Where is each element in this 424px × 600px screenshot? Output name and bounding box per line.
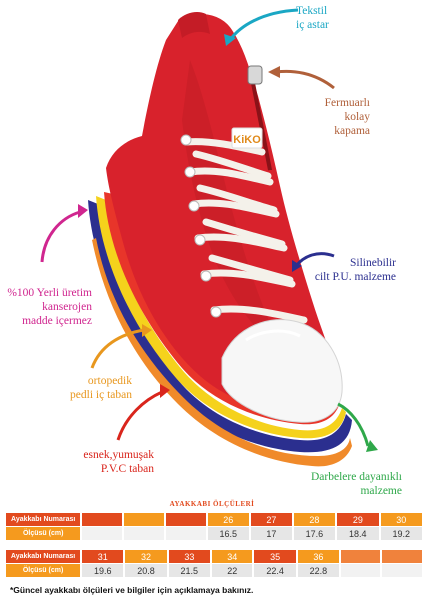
arrow-carcinogen (40, 210, 81, 263)
annotation-sole: esnek,yumuşak P.V.C taban (83, 449, 154, 475)
length-cell (82, 527, 123, 540)
size-table-block-1: Ayakkabı Numarası 26 27 28 29 30 Ölçüsü … (4, 512, 424, 541)
size-row-label: Ayakkabı Numarası (6, 550, 81, 563)
size-row: Ayakkabı Numarası 31 32 33 34 35 36 (6, 550, 422, 563)
brand-tag (231, 127, 263, 149)
annotation-impact: Darbelere dayanıklı malzeme (311, 471, 402, 497)
arrow-carcinogen-head (78, 204, 88, 218)
length-cell (340, 564, 381, 577)
arrow-material-head (292, 260, 302, 272)
size-cell: 33 (168, 550, 210, 563)
size-cell: 29 (337, 513, 379, 526)
eyelets (180, 134, 222, 318)
footnote: *Güncel ayakkabı ölçüleri ve bilgiler iç… (10, 585, 254, 595)
toe-cap-highlight (245, 329, 301, 342)
size-cell: 26 (207, 513, 249, 526)
length-cell (382, 564, 422, 577)
size-cell (165, 513, 206, 526)
arrow-insole-head (142, 324, 152, 337)
arrow-material (294, 252, 335, 267)
size-cell (340, 550, 381, 563)
length-cell: 22.4 (254, 564, 296, 577)
length-cell (124, 527, 164, 540)
length-row: Ölçüsü (cm) 19.6 20.8 21.5 22 22.4 22.8 (6, 564, 422, 577)
length-cell: 19.6 (82, 564, 124, 577)
laces (182, 138, 308, 324)
size-cell: 28 (293, 513, 336, 526)
size-cell: 35 (254, 550, 296, 563)
length-row-label: Ölçüsü (cm) (6, 564, 81, 577)
size-cell: 27 (251, 513, 292, 526)
arrow-sole (116, 390, 163, 441)
brand-label: KiKO (233, 134, 261, 146)
annotation-material: Silinebilir cilt P.U. malzeme (314, 257, 396, 283)
arrow-sole-head (160, 384, 170, 398)
size-cell: 30 (380, 513, 422, 526)
length-cell: 17.6 (293, 527, 336, 540)
length-cell: 22 (211, 564, 253, 577)
annotation-zipper: Fermuarlı kolay kapama (324, 97, 370, 137)
length-cell: 16.5 (207, 527, 249, 540)
size-cell (82, 513, 123, 526)
length-cell: 17 (251, 527, 292, 540)
arrow-zipper-head (268, 66, 280, 78)
size-cell (382, 550, 422, 563)
zipper-track (250, 77, 272, 171)
length-cell: 22.8 (297, 564, 339, 577)
size-cell: 31 (82, 550, 124, 563)
length-cell (165, 527, 206, 540)
arrow-impact (337, 402, 370, 447)
arrow-insole (90, 328, 145, 369)
length-cell: 21.5 (168, 564, 210, 577)
size-table-block-2: Ayakkabı Numarası 31 32 33 34 35 36 Ölçü… (4, 549, 424, 578)
length-cell: 19.2 (380, 527, 422, 540)
length-row: Ölçüsü (cm) 16.5 17 17.6 18.4 19.2 (6, 527, 422, 540)
size-row: Ayakkabı Numarası 26 27 28 29 30 (6, 513, 422, 526)
toe-cap (221, 319, 343, 423)
size-cell (124, 513, 164, 526)
arrow-lining (228, 8, 299, 41)
size-table-title: AYAKKABI ÖLÇÜLERİ (169, 500, 255, 508)
annotation-insole: ortopedik pedli iç taban (70, 375, 132, 401)
size-cell: 32 (125, 550, 167, 563)
arrow-lining-head (224, 34, 236, 46)
annotation-lining: Tekstil iç astar (296, 5, 329, 31)
shoe-upper-shadow (182, 60, 282, 350)
size-row-label: Ayakkabı Numarası (6, 513, 81, 526)
length-row-label: Ölçüsü (cm) (6, 527, 81, 540)
size-cell: 34 (211, 550, 253, 563)
annotation-carcinogen: %100 Yerli üretim kanserojen madde içerm… (7, 287, 92, 327)
length-cell: 18.4 (337, 527, 379, 540)
arrow-impact-head (366, 440, 378, 452)
back-pull-tab (178, 12, 210, 38)
zipper-pull (247, 65, 263, 85)
sole-bottom-orange (92, 238, 352, 467)
arrow-zipper (275, 69, 335, 90)
size-cell: 36 (297, 550, 339, 563)
length-cell: 20.8 (125, 564, 167, 577)
